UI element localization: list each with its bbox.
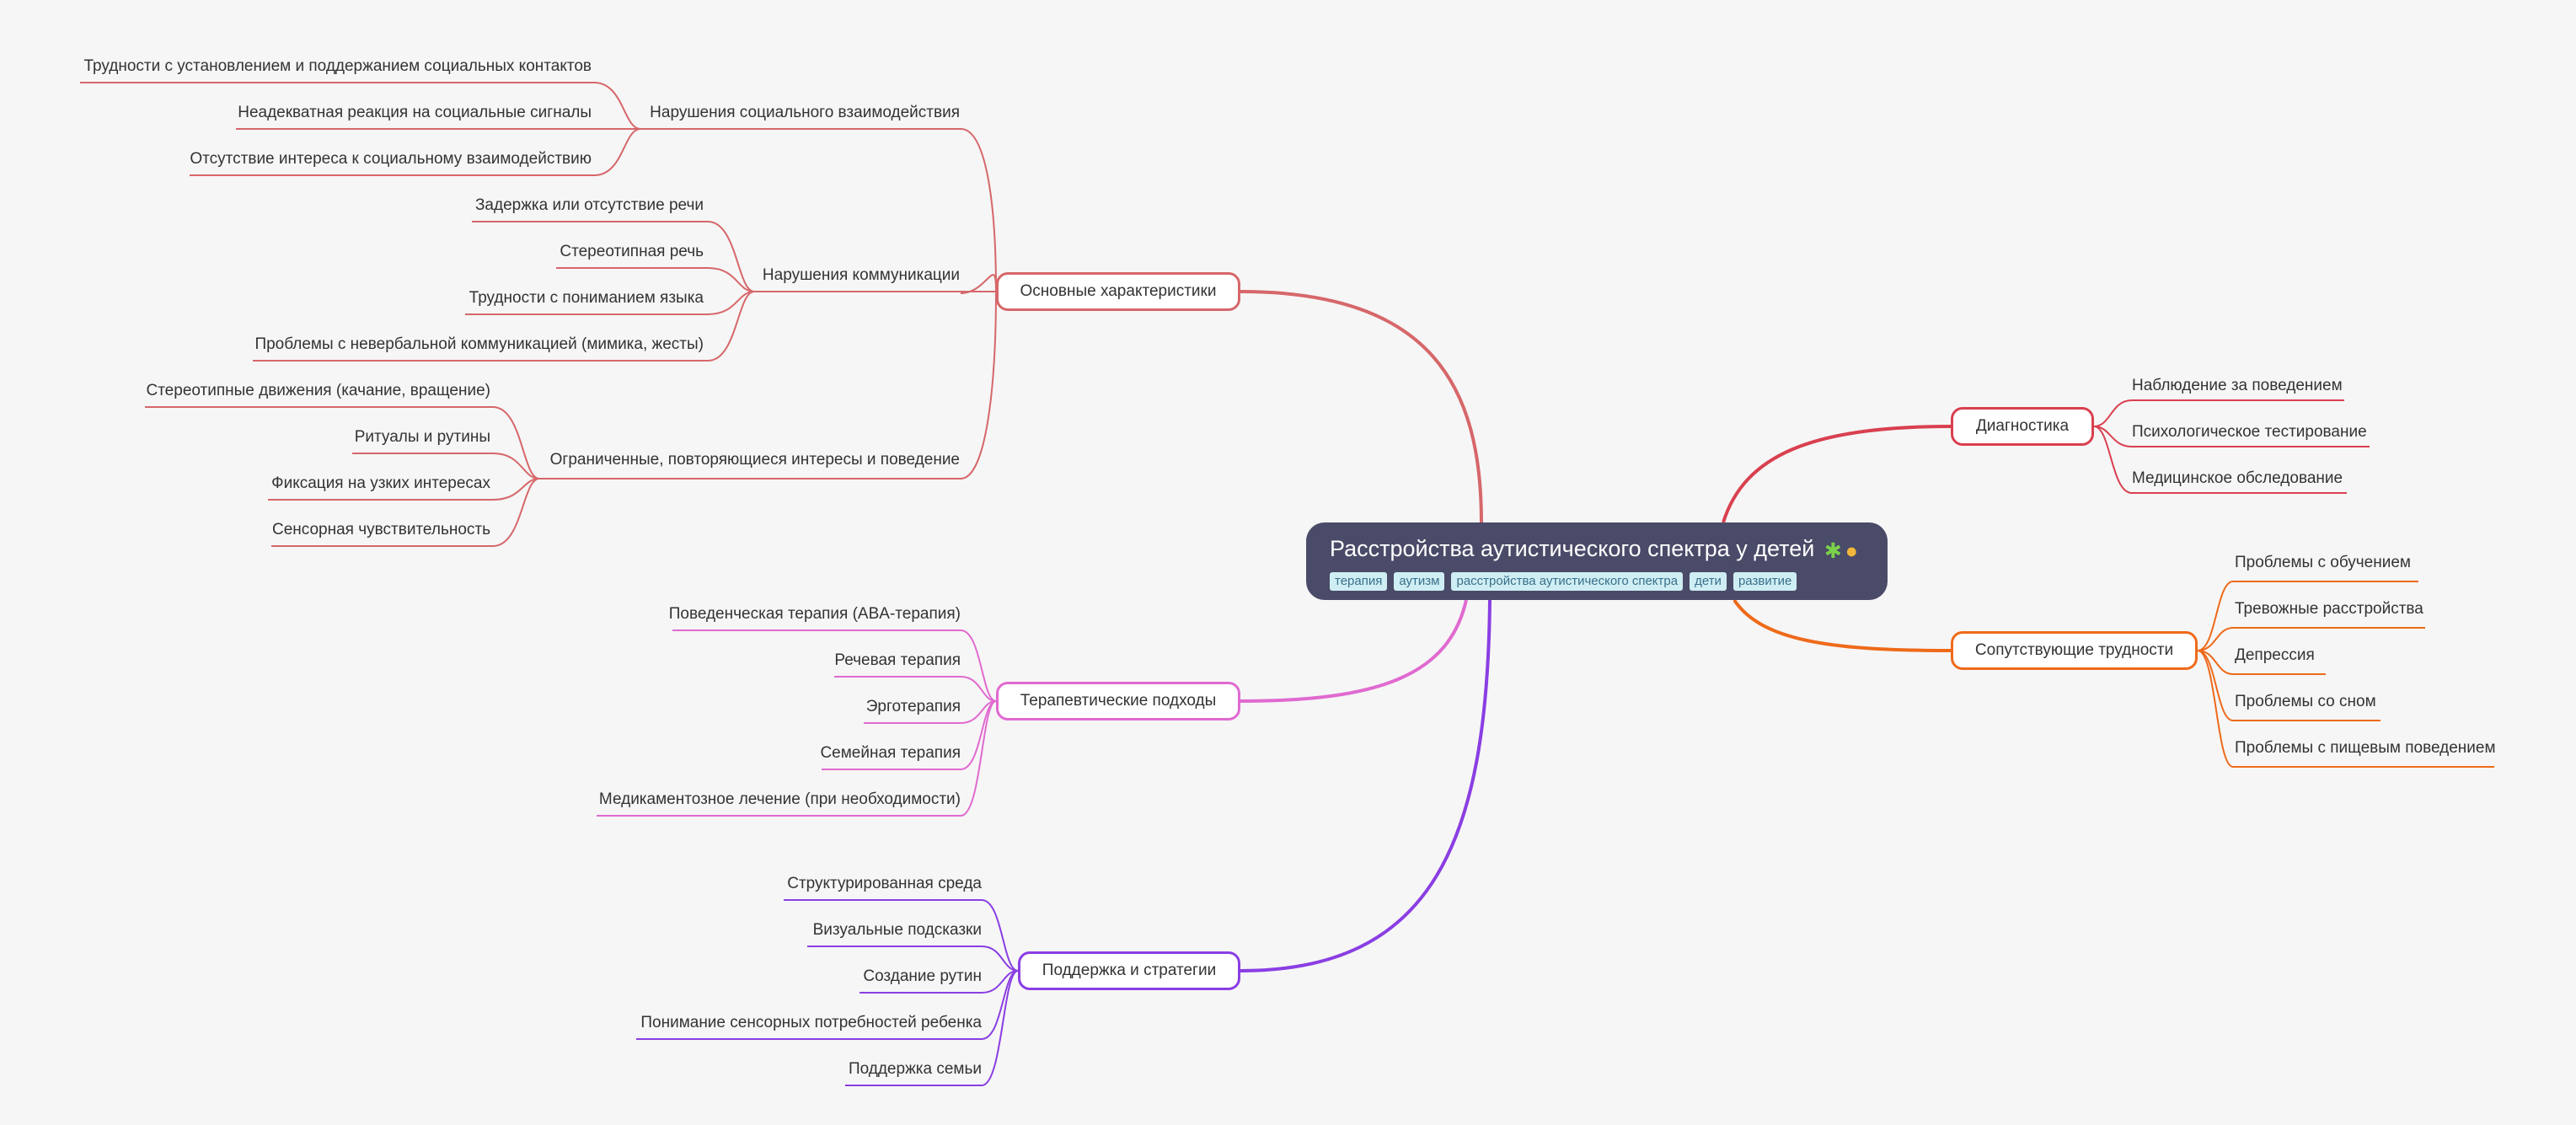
branch-difficulties[interactable]: Сопутствующие трудности: [1951, 631, 2198, 670]
leaf-therapy-5[interactable]: Медикаментозное лечение (при необходимос…: [598, 790, 961, 808]
puzzle-icon: ✱: [1824, 539, 1842, 563]
edge-root-difficulties: [1733, 598, 1952, 652]
root-title-row: Расстройства аутистического спектра у де…: [1330, 534, 1864, 565]
leaf-communication-3[interactable]: Трудности с пониманием языка: [469, 289, 704, 307]
leaf-behavior-3[interactable]: Фиксация на узких интересах: [271, 474, 490, 492]
handshake-icon: ●: [1845, 539, 1858, 563]
tag[interactable]: терапия: [1330, 572, 1388, 591]
leaf-social-1[interactable]: Трудности с установлением и поддержанием…: [83, 57, 592, 75]
leaf-diagnostics-2[interactable]: Психологическое тестирование: [2132, 423, 2367, 441]
root-tags: терапия аутизм расстройства аутистическо…: [1330, 572, 1864, 591]
leaf-difficulties-2[interactable]: Тревожные расстройства: [2235, 600, 2423, 618]
leaf-behavior-4[interactable]: Сенсорная чувствительность: [271, 521, 490, 538]
leaf-diagnostics-1[interactable]: Наблюдение за поведением: [2132, 377, 2343, 394]
edges-therapy: [597, 629, 997, 817]
branch-characteristics[interactable]: Основные характеристики: [996, 272, 1240, 311]
leaf-behavior-1[interactable]: Стереотипные движения (качание, вращение…: [146, 382, 490, 399]
edge-root-support: [1240, 599, 1492, 972]
edge-root-diagnostics: [1722, 425, 1952, 523]
leaf-communication-2[interactable]: Стереотипная речь: [560, 243, 704, 260]
edges-characteristics: [80, 82, 997, 547]
group-communication[interactable]: Нарушения коммуникации: [762, 266, 960, 284]
tag[interactable]: развитие: [1733, 572, 1797, 591]
leaf-behavior-2[interactable]: Ритуалы и рутины: [354, 428, 490, 446]
edges-support: [636, 899, 1019, 1086]
leaf-communication-4[interactable]: Проблемы с невербальной коммуникацией (м…: [254, 335, 704, 353]
leaf-social-2[interactable]: Неадекватная реакция на социальные сигна…: [238, 104, 592, 121]
root-title: Расстройства аутистического спектра у де…: [1330, 536, 1815, 561]
leaf-support-1[interactable]: Структурированная среда: [787, 875, 982, 892]
branch-therapy[interactable]: Терапевтические подходы: [996, 682, 1240, 721]
leaf-therapy-2[interactable]: Речевая терапия: [834, 651, 961, 669]
leaf-therapy-4[interactable]: Семейная терапия: [820, 744, 961, 762]
edges-diagnostics: [2093, 399, 2370, 494]
leaf-support-2[interactable]: Визуальные подсказки: [812, 921, 982, 939]
tag[interactable]: аутизм: [1394, 572, 1445, 591]
leaf-difficulties-5[interactable]: Проблемы с пищевым поведением: [2235, 739, 2496, 757]
edges-difficulties: [2197, 581, 2494, 768]
leaf-support-5[interactable]: Поддержка семьи: [848, 1060, 982, 1078]
leaf-difficulties-3[interactable]: Депрессия: [2235, 646, 2315, 664]
leaf-support-4[interactable]: Понимание сенсорных потребностей ребенка: [640, 1014, 982, 1031]
leaf-difficulties-1[interactable]: Проблемы с обучением: [2235, 554, 2411, 571]
leaf-social-3[interactable]: Отсутствие интереса к социальному взаимо…: [190, 150, 592, 168]
leaf-diagnostics-3[interactable]: Медицинское обследование: [2132, 469, 2343, 487]
leaf-support-3[interactable]: Создание рутин: [863, 967, 982, 985]
leaf-therapy-3[interactable]: Эрготерапия: [865, 698, 961, 715]
edge-root-therapy: [1240, 599, 1468, 703]
group-social[interactable]: Нарушения социального взаимодействия: [650, 104, 960, 121]
branch-support[interactable]: Поддержка и стратегии: [1018, 951, 1240, 990]
branch-diagnostics[interactable]: Диагностика: [1951, 407, 2094, 446]
tag[interactable]: дети: [1690, 572, 1727, 591]
leaf-communication-1[interactable]: Задержка или отсутствие речи: [474, 196, 704, 214]
leaf-therapy-1[interactable]: Поведенческая терапия (ABA-терапия): [668, 605, 961, 623]
root-node[interactable]: Расстройства аутистического спектра у де…: [1306, 522, 1888, 600]
leaf-difficulties-4[interactable]: Проблемы со сном: [2235, 693, 2376, 710]
group-behavior[interactable]: Ограниченные, повторяющиеся интересы и п…: [549, 451, 960, 469]
edge-root-characteristics: [1240, 290, 1483, 523]
tag[interactable]: расстройства аутистического спектра: [1451, 572, 1684, 591]
